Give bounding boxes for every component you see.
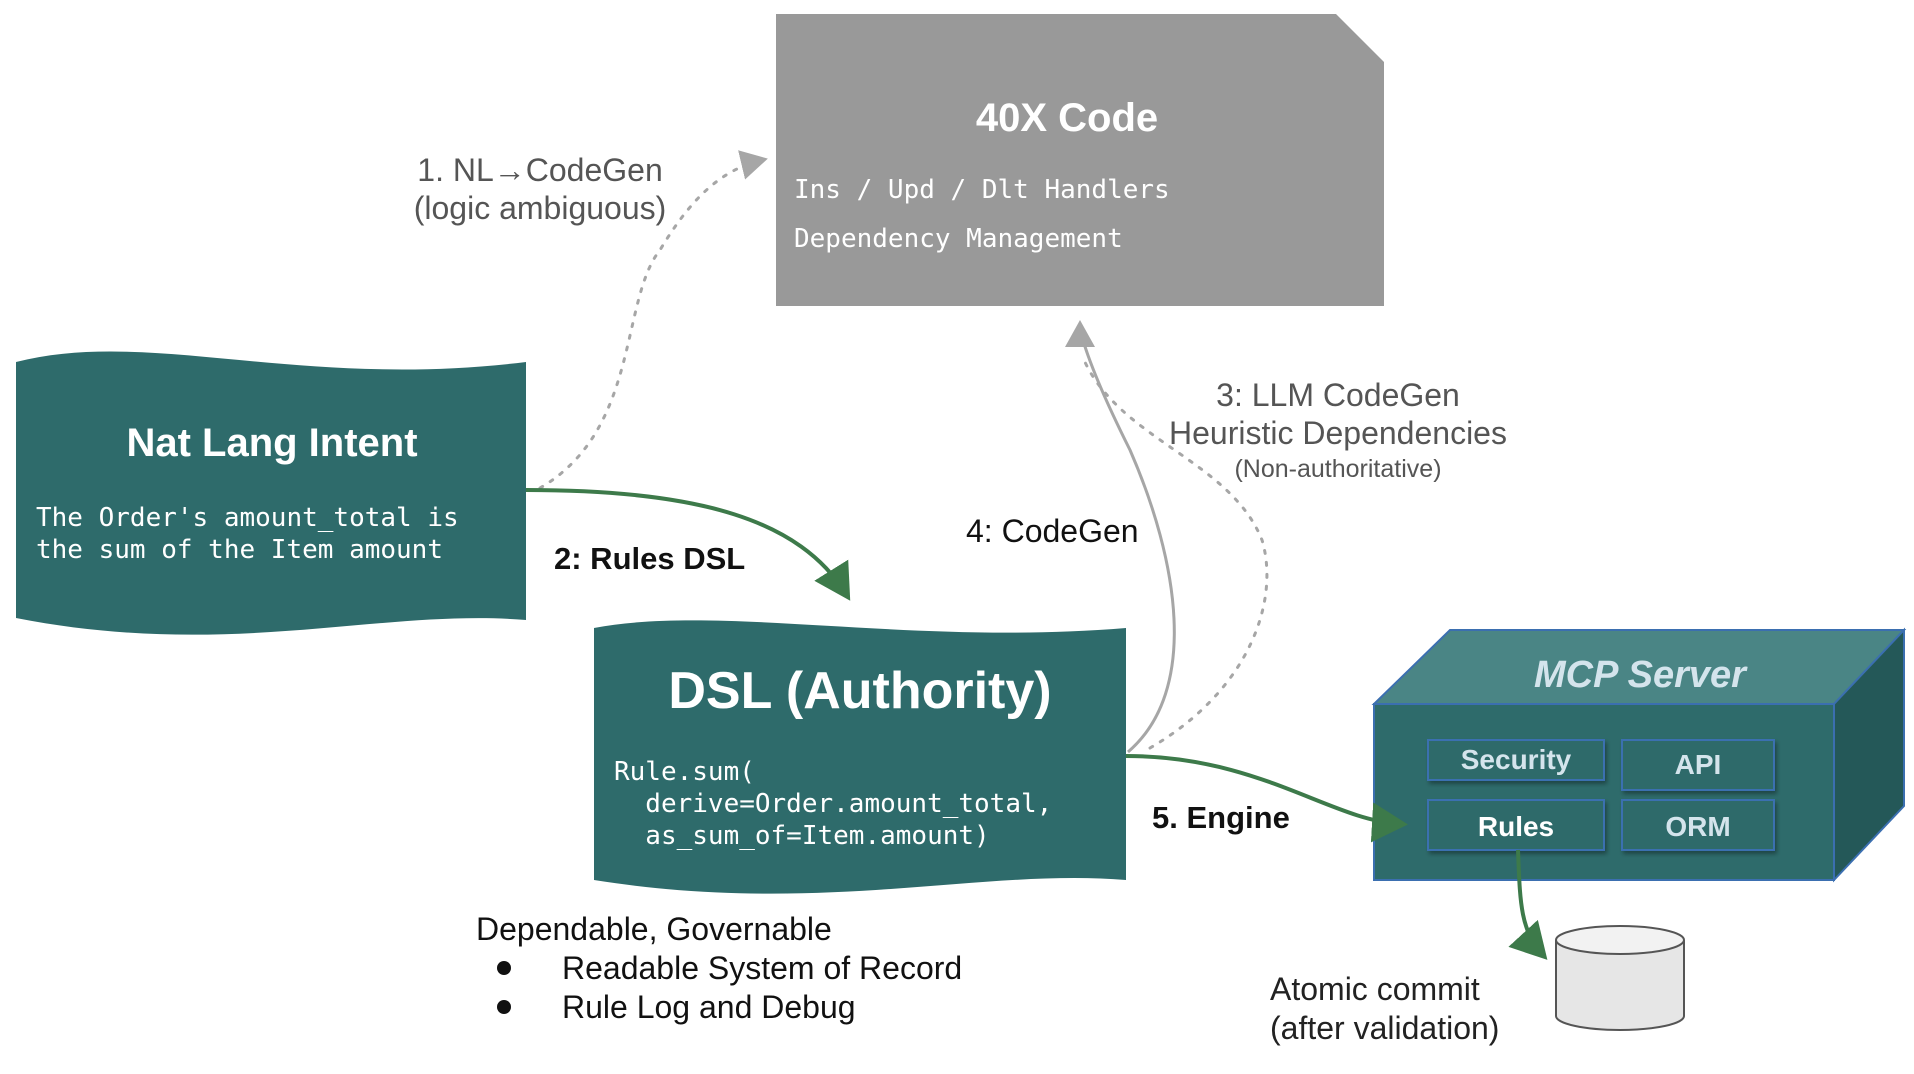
- mcp-cell-api-label: API: [1675, 749, 1722, 780]
- dsl-shape: [594, 620, 1126, 894]
- arrow-rules-db: [1508, 849, 1548, 960]
- arrow-nl-codegen: [538, 150, 768, 490]
- dsl-notes: Dependable, Governable Readable System o…: [476, 911, 962, 1025]
- dsl-line-3: as_sum_of=Item.amount): [614, 821, 990, 851]
- bullet-icon: [497, 961, 511, 975]
- database-label-line-1: Atomic commit: [1270, 971, 1480, 1007]
- label-arrow-4: 4: CodeGen: [966, 513, 1139, 549]
- label-arrow-1-line-2: (logic ambiguous): [414, 190, 667, 226]
- mcp-cell-security: Security: [1427, 739, 1605, 781]
- dsl-notes-heading: Dependable, Governable: [476, 911, 832, 947]
- database-top: [1555, 925, 1685, 955]
- arrow-rules-dsl: [525, 488, 851, 601]
- label-arrow-3-line-2: Heuristic Dependencies: [1169, 415, 1507, 451]
- intent-box: Nat Lang Intent The Order's amount_total…: [16, 351, 526, 635]
- mcp-cell-orm-label: ORM: [1665, 811, 1730, 842]
- mcp-cell-orm: ORM: [1621, 799, 1775, 851]
- code-box-shape: [776, 14, 1384, 306]
- intent-shape: [16, 351, 526, 635]
- label-arrow-1-line-1: 1. NL→CodeGen: [417, 152, 662, 188]
- code-box-title: 40X Code: [976, 96, 1158, 140]
- dsl-box: DSL (Authority) Rule.sum( derive=Order.a…: [594, 620, 1126, 894]
- label-arrow-3-line-1: 3: LLM CodeGen: [1216, 377, 1460, 413]
- arrow-llm-codegen: [1082, 358, 1269, 750]
- dsl-notes-bullet-2: Rule Log and Debug: [562, 989, 856, 1025]
- intent-line-2: the sum of the Item amount: [36, 535, 443, 565]
- code-box: 40X Code Ins / Upd / Dlt Handlers Depend…: [776, 14, 1384, 306]
- code-box-line-1: Ins / Upd / Dlt Handlers: [794, 175, 1170, 205]
- dsl-notes-bullet-1: Readable System of Record: [562, 950, 962, 986]
- dsl-line-1: Rule.sum(: [614, 757, 755, 787]
- mcp-cell-api: API: [1621, 739, 1775, 791]
- mcp-cell-rules: Rules: [1427, 799, 1605, 851]
- intent-line-1: The Order's amount_total is: [36, 503, 459, 533]
- dsl-title: DSL (Authority): [668, 662, 1051, 720]
- database-cylinder: [1555, 925, 1685, 1031]
- database-label-line-2: (after validation): [1270, 1010, 1499, 1046]
- code-box-line-2: Dependency Management: [794, 224, 1123, 254]
- mcp-front-face: [1373, 703, 1835, 881]
- bullet-icon: [497, 1000, 511, 1014]
- mcp-cell-rules-label: Rules: [1478, 811, 1554, 842]
- label-arrow-5: 5. Engine: [1152, 800, 1290, 835]
- arrow-engine: [1125, 754, 1408, 843]
- arrow-codegen: [1065, 320, 1176, 754]
- intent-title: Nat Lang Intent: [126, 421, 417, 465]
- label-arrow-3-line-3: (Non-authoritative): [1234, 455, 1441, 483]
- mcp-title: MCP Server: [1534, 654, 1748, 696]
- label-arrow-2: 2: Rules DSL: [554, 541, 745, 576]
- mcp-server: MCP Server Security API Rules ORM: [1371, 627, 1907, 883]
- dsl-line-2: derive=Order.amount_total,: [614, 789, 1052, 819]
- database-body: [1555, 940, 1685, 1031]
- mcp-cell-security-label: Security: [1461, 744, 1572, 775]
